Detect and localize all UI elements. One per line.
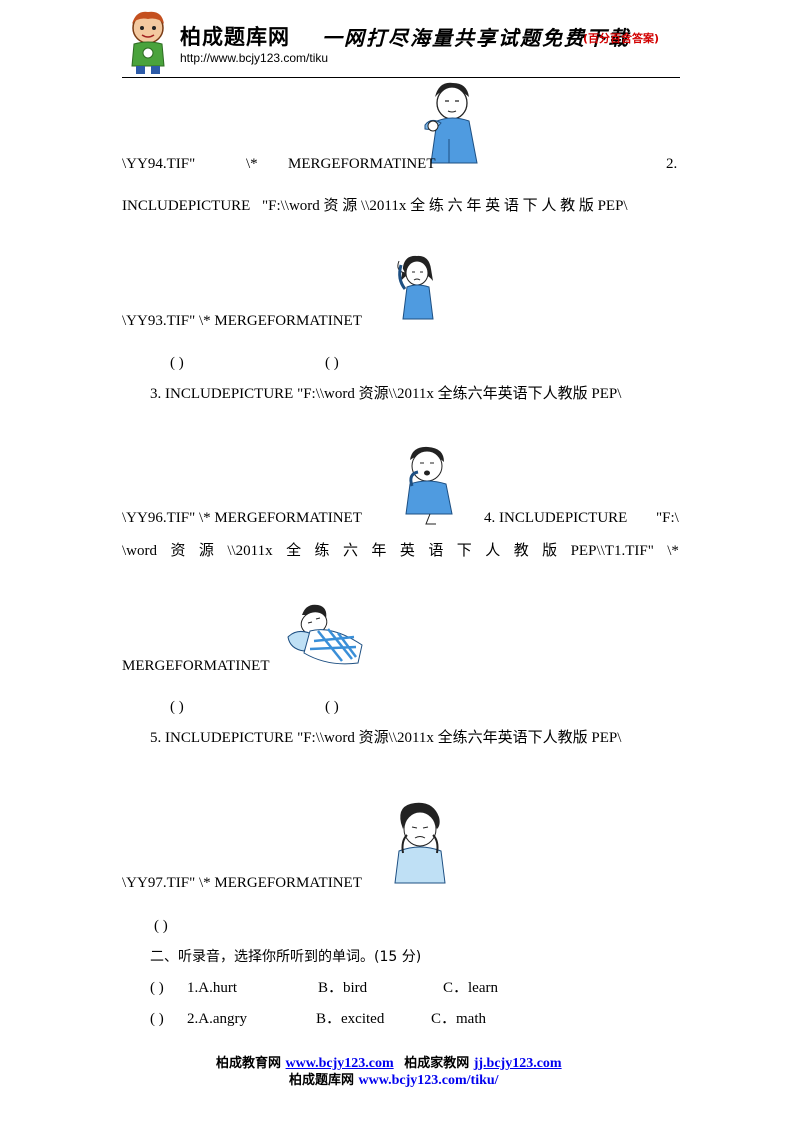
line-6-w4: 全 <box>286 543 302 559</box>
girl-headache-image <box>393 253 441 325</box>
line-6: \word 资 源 \\2011x 全 练 六 年 英 语 下 人 教 版 PE… <box>122 542 679 560</box>
line-1-d: 2. <box>666 156 678 172</box>
line-6-w12: 教 <box>513 543 529 559</box>
answer-paren-d[interactable]: ( ) <box>325 699 339 715</box>
answer-badge: (百分百含答案) <box>583 32 660 45</box>
line-1-b: \* <box>246 156 258 172</box>
footer-link-2[interactable]: jj.bcjy123.com <box>473 1056 562 1071</box>
line-6-w0: \word <box>122 543 157 559</box>
boy-phone-image <box>421 79 483 165</box>
footer-link-3[interactable]: www.bcjy123.com/tiku/ <box>358 1073 499 1088</box>
answer-paren-e[interactable]: ( ) <box>154 918 168 934</box>
line-2-b: "F:\\word 资 源 \\2011x 全 练 六 年 英 语 下 人 教 … <box>262 198 628 214</box>
line-5-b: 4. INCLUDEPICTURE <box>484 510 628 526</box>
line-1-c: MERGEFORMATINET <box>288 156 436 172</box>
line-6-w1: 资 <box>170 543 186 559</box>
line-6-w11: 人 <box>485 543 501 559</box>
mascot-logo-icon <box>122 8 174 76</box>
line-6-w14: PEP\\T1.TIF" <box>570 543 654 559</box>
line-6-w2: 源 <box>198 543 214 559</box>
line-5-a: \YY96.TIF" \* MERGEFORMATINET <box>122 510 362 526</box>
line-3: \YY93.TIF" \* MERGEFORMATINET <box>122 313 362 329</box>
line-6-w5: 练 <box>314 543 330 559</box>
line-6-w15: \* <box>667 543 679 559</box>
answer-paren-a[interactable]: ( ) <box>170 355 184 371</box>
line-5-c: "F:\ <box>656 510 679 526</box>
footer-line-1: 柏成教育网 www.bcjy123.com 柏成家教网 jj.bcjy123.c… <box>216 1052 562 1072</box>
question-2-option-c: C．math <box>431 1011 486 1027</box>
line-1-a: \YY94.TIF" <box>122 156 196 172</box>
site-name: 柏成题库网 <box>180 24 290 49</box>
line-6-w9: 语 <box>428 543 444 559</box>
line-9: \YY97.TIF" \* MERGEFORMATINET <box>122 875 362 891</box>
footer-site-2: 柏成家教网 <box>404 1056 470 1071</box>
boy-sick-image <box>389 801 451 885</box>
footer-site-1: 柏成教育网 <box>216 1056 282 1071</box>
header-url[interactable]: http://www.bcjy123.com/tiku <box>180 51 329 65</box>
footer-link-1[interactable]: www.bcjy123.com <box>285 1056 394 1071</box>
line-4: 3. INCLUDEPICTURE "F:\\word 资源\\2011x 全练… <box>150 386 622 402</box>
slogan: 一网打尽海量共享试题免费下载 <box>322 26 630 50</box>
question-1-option-c: C．learn <box>443 980 498 996</box>
question-1-option-a: 1.A.hurt <box>187 980 237 996</box>
answer-paren-c[interactable]: ( ) <box>170 699 184 715</box>
question-2-option-a: 2.A.angry <box>187 1011 247 1027</box>
line-6-w10: 下 <box>456 543 472 559</box>
line-6-w6: 六 <box>342 543 358 559</box>
footer-site-3: 柏成题库网 <box>289 1073 355 1088</box>
header-divider <box>122 77 680 78</box>
line-6-w7: 年 <box>371 543 387 559</box>
question-2-option-b: B．excited <box>316 1011 385 1027</box>
question-1-option-b: B．bird <box>318 980 368 996</box>
boy-in-bed-image <box>284 601 366 671</box>
line-6-w13: 版 <box>542 543 558 559</box>
question-1-paren[interactable]: ( ) <box>150 980 164 996</box>
line-7: MERGEFORMATINET <box>122 658 270 674</box>
line-8: 5. INCLUDEPICTURE "F:\\word 资源\\2011x 全练… <box>150 730 622 746</box>
boy-cough-image <box>390 444 466 526</box>
line-6-w8: 英 <box>399 543 415 559</box>
line-6-w3: \\2011x <box>227 543 273 559</box>
answer-paren-b[interactable]: ( ) <box>325 355 339 371</box>
section-2-title: 二、听录音，选择你所听到的单词。(15 分) <box>150 949 422 965</box>
question-2-paren[interactable]: ( ) <box>150 1011 164 1027</box>
footer-line-2: 柏成题库网 www.bcjy123.com/tiku/ <box>289 1069 499 1089</box>
line-2-a: INCLUDEPICTURE <box>122 198 251 214</box>
